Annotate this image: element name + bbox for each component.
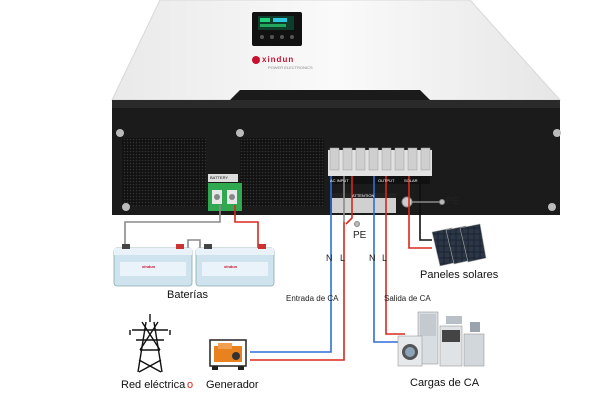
terminal-strip [328, 147, 432, 184]
or-label: o [187, 379, 194, 391]
ground-icon [354, 199, 445, 227]
appliances-icon [397, 311, 485, 367]
batteries-label: Baterías [167, 289, 208, 301]
vent-left [122, 138, 206, 206]
pe-screw [401, 196, 413, 208]
label-n-input: N [326, 253, 333, 263]
label-l-output: L [382, 253, 388, 263]
brand-tagline: POWER ELECTRONICS [268, 65, 313, 70]
terminal-ac-input-text: AC INPUT [330, 178, 349, 183]
battery-icon [113, 244, 275, 287]
label-l-input: L [340, 253, 346, 263]
ac-input-label: Entrada de CA [286, 294, 339, 303]
brand-logo-icon [252, 56, 260, 64]
inverter-top [111, 0, 562, 101]
battery-port-text: BATTERY [210, 175, 229, 180]
generator-label: Generador [206, 379, 259, 391]
ac-loads-label: Cargas de CA [410, 377, 480, 389]
battery-port-label [208, 174, 238, 182]
pe-label-top: PE [446, 196, 460, 207]
battery-brand-1: xindun [142, 264, 156, 269]
solar-panel-icon [431, 223, 487, 267]
transmission-tower-icon [129, 314, 171, 373]
terminal-solar-text: SOLAR [404, 178, 418, 183]
ac-output-label: Salida de CA [384, 294, 431, 303]
battery-brand-2: xindun [224, 264, 238, 269]
grid-label: Red eléctrica [121, 379, 186, 391]
solar-panels-label: Paneles solares [420, 269, 499, 281]
inverter [111, 0, 562, 215]
wires [124, 176, 440, 361]
pe-label-mid: PE [353, 230, 367, 241]
label-n-output: N [369, 253, 376, 263]
attention-title: ATTENTION [352, 193, 375, 198]
terminal-output-text: OUTPUT [378, 178, 395, 183]
generator-icon [209, 339, 247, 370]
brand-name: xindun [262, 55, 295, 64]
vent-right [240, 138, 324, 206]
